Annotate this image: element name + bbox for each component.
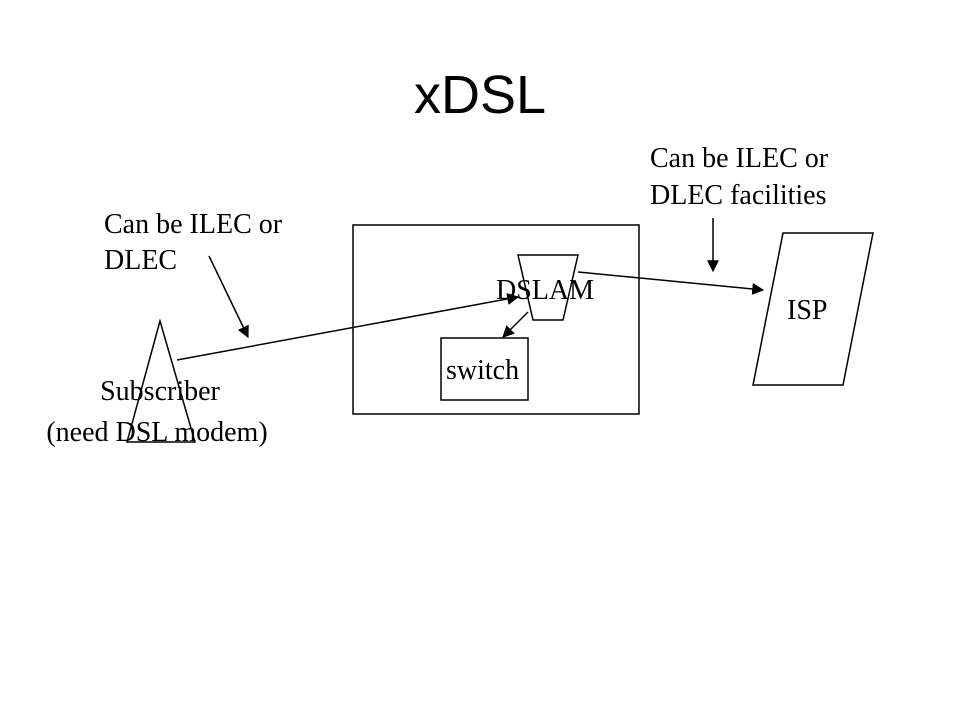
subscriber-dslam-link xyxy=(176,293,520,361)
subscriber-label-line1: Subscriber xyxy=(100,376,220,407)
subscriber-annotation-arrow xyxy=(208,255,249,339)
switch-label: switch xyxy=(446,355,519,386)
isp-annotation-line2: DLEC facilities xyxy=(650,180,827,211)
dslam-label: DSLAM xyxy=(496,275,594,306)
central-office-box xyxy=(352,224,640,415)
isp-annotation-line1: Can be ILEC or xyxy=(650,143,829,174)
switch-box xyxy=(440,337,529,401)
subscriber-triangle xyxy=(126,318,196,443)
dslam-isp-link xyxy=(577,271,765,295)
subscriber-annotation-line2: DLEC xyxy=(104,245,177,276)
dslam-shape xyxy=(517,254,579,321)
subscriber-annotation-line1: Can be ILEC or xyxy=(104,209,283,240)
isp-label: ISP xyxy=(787,295,827,326)
slide-title: xDSL xyxy=(414,65,546,125)
subscriber-label-line2: (need DSL modem) xyxy=(46,417,267,448)
isp-shape xyxy=(752,232,874,386)
dslam-switch-link xyxy=(502,311,529,338)
